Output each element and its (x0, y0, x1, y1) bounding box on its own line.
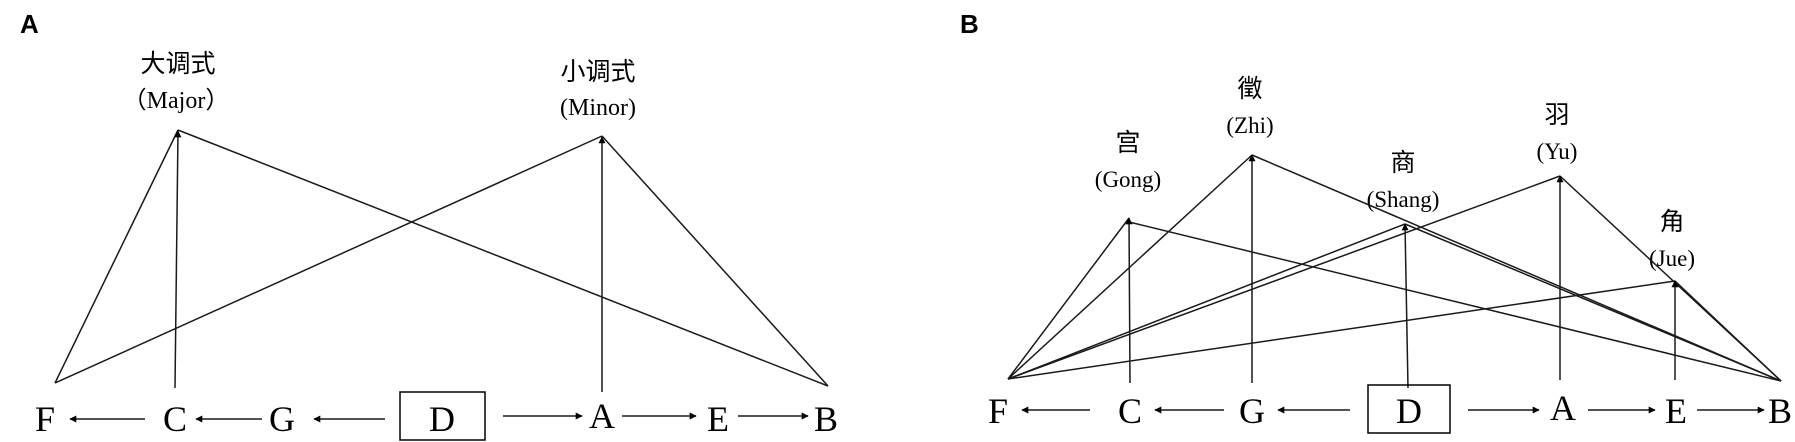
note-d-box-b (1367, 384, 1451, 434)
note-e: E (707, 399, 729, 439)
note-c-b: C (1118, 391, 1142, 431)
major-arrow-c (174, 130, 182, 389)
line-jue-b (1674, 280, 1782, 382)
note-f-b: F (988, 391, 1008, 431)
panel-b-label: B (960, 9, 979, 39)
minor-label-en: (Minor) (560, 95, 636, 121)
panel-a: A 大调式 （Major） 小调式 (Minor) F C G D A E B (20, 9, 838, 441)
shang-label-zh: 商 (1390, 149, 1415, 177)
arrow-c-to-gong (1125, 217, 1133, 384)
line-gong-b (1128, 221, 1782, 382)
note-d: D (429, 399, 455, 439)
panel-a-label: A (20, 9, 39, 39)
line-f-jue (1007, 280, 1676, 380)
line-zhi-b (1251, 154, 1782, 382)
jue-label-zh: 角 (1659, 208, 1684, 236)
major-line-f (54, 129, 179, 384)
shang-label-en: (Shang) (1367, 187, 1440, 212)
gong-label-zh: 宫 (1115, 129, 1140, 157)
note-f: F (35, 399, 55, 439)
zhi-label-zh: 徵 (1237, 75, 1262, 103)
yu-label-zh: 羽 (1544, 102, 1569, 129)
line-f-gong (1007, 217, 1130, 380)
panel-b: B 宫 (Gong) 徵 (Zhi) 商 (Shang) 羽 (Yu) 角 (J… (960, 9, 1792, 434)
minor-label-zh: 小调式 (560, 58, 635, 86)
major-label-en: （Major） (123, 88, 230, 114)
note-g-b: G (1239, 391, 1265, 431)
major-label-zh: 大调式 (140, 50, 215, 78)
yu-label-en: (Yu) (1537, 139, 1578, 164)
note-b-b: B (1768, 391, 1792, 431)
note-d-box (399, 391, 486, 441)
minor-line-b (601, 135, 829, 387)
major-line-b (177, 129, 829, 387)
note-a: A (589, 396, 615, 436)
line-shang-b (1404, 223, 1782, 382)
note-e-b: E (1665, 391, 1687, 431)
line-f-yu (1007, 175, 1561, 380)
gong-label-en: (Gong) (1095, 167, 1161, 192)
note-a-b: A (1550, 388, 1576, 428)
note-g: G (269, 399, 295, 439)
note-d-b: D (1396, 391, 1422, 431)
line-f-shang (1007, 223, 1406, 380)
minor-line-f (54, 135, 603, 384)
zhi-label-en: (Zhi) (1226, 113, 1273, 138)
note-c: C (163, 399, 187, 439)
note-b: B (814, 399, 838, 439)
jue-label-en: (Jue) (1649, 246, 1695, 271)
arrow-d-to-shang (1401, 223, 1409, 389)
